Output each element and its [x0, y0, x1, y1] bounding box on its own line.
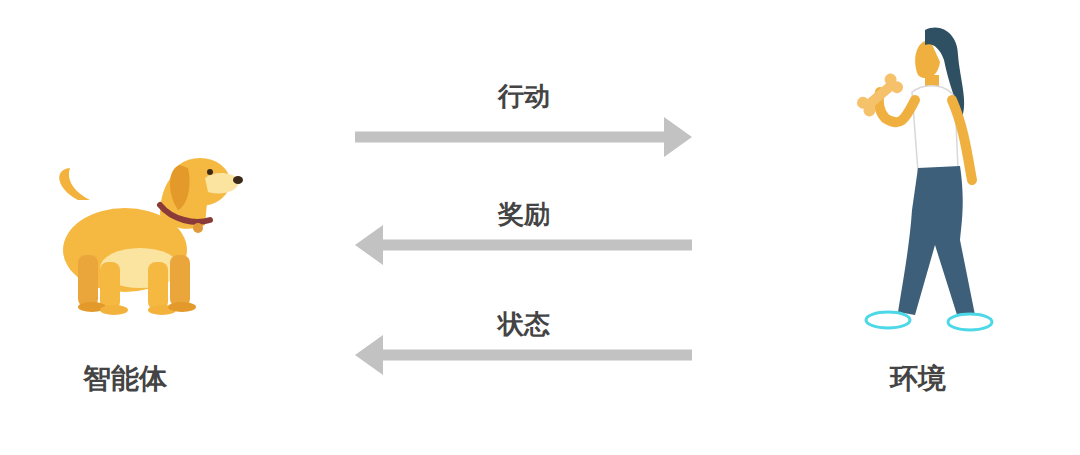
flow-arrow — [355, 225, 692, 265]
figure-label: 环境 — [890, 362, 946, 396]
dog-illustration — [59, 158, 243, 315]
flow-arrow — [355, 117, 692, 157]
figure-label: 智能体 — [83, 362, 167, 396]
environment-figure: 环境 — [692, 15, 1022, 410]
flow-arrow — [355, 335, 692, 375]
arrow-label: 行动 — [494, 81, 554, 112]
arrow-label: 奖励 — [494, 199, 554, 230]
agent-figure: 智能体 — [40, 100, 355, 410]
woman-illustration — [855, 28, 992, 330]
arrow-label: 状态 — [494, 309, 554, 340]
